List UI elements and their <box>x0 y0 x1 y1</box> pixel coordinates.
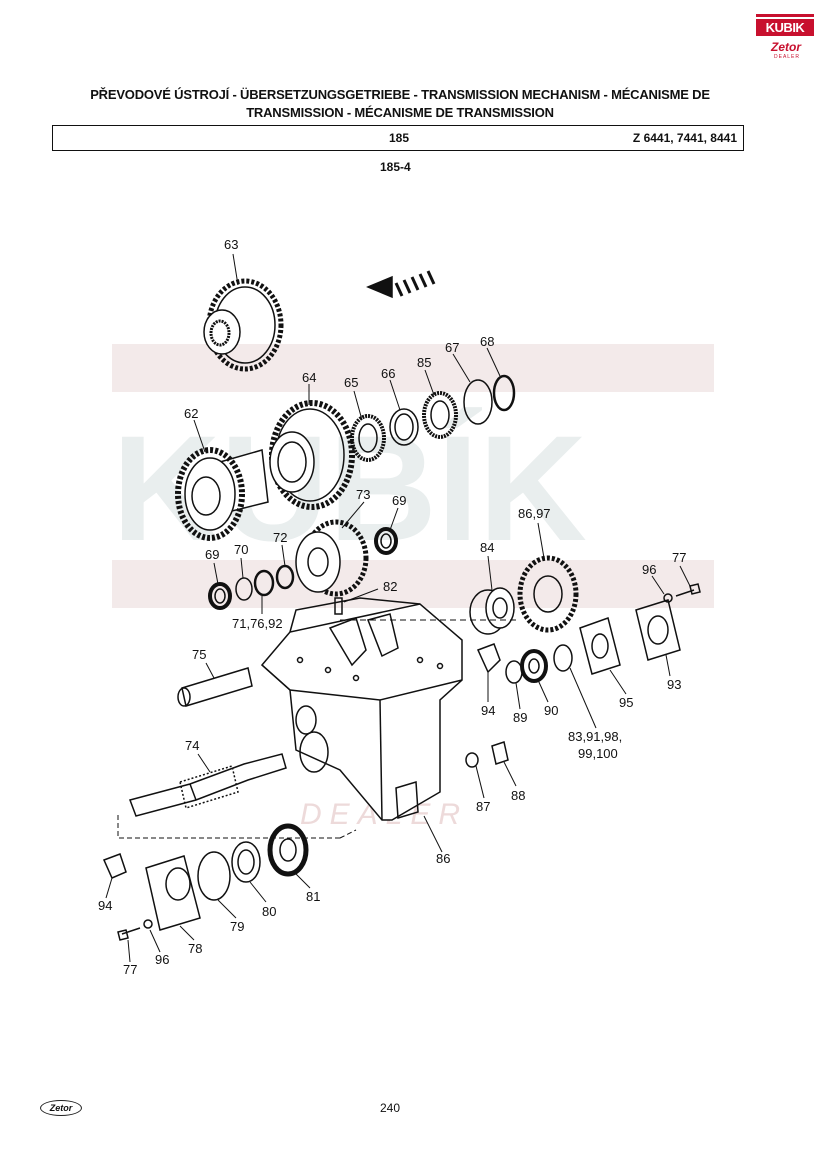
circlip-68 <box>492 374 516 412</box>
callout-94-right: 94 <box>481 703 495 718</box>
callout-88: 88 <box>511 788 525 803</box>
ring-72 <box>275 564 295 590</box>
needle-bearing-65 <box>350 414 386 462</box>
group-header-row: 185 Z 6441, 7441, 8441 <box>52 125 744 151</box>
footer-zetor-logo: Zetor <box>40 1100 82 1116</box>
leader-box <box>117 815 357 839</box>
callout-67: 67 <box>445 340 459 355</box>
gasket-95 <box>579 617 621 675</box>
plug-94-left <box>102 853 127 879</box>
callout-80: 80 <box>262 904 276 919</box>
page-title: PŘEVODOVÉ ÚSTROJÍ - ÜBERSETZUNGSGETRIEBE… <box>60 86 740 122</box>
leader-lines <box>105 253 691 963</box>
gear-63 <box>203 278 284 372</box>
gear-73 <box>295 519 369 597</box>
gear-64 <box>269 400 355 510</box>
callout-99-100: 99,100 <box>578 746 618 761</box>
bolt-77-left <box>117 927 141 941</box>
gasket-79 <box>197 851 231 901</box>
callout-93: 93 <box>667 677 681 692</box>
washer-70 <box>235 577 253 601</box>
flange-78 <box>145 855 201 931</box>
callout-96-right: 96 <box>642 562 656 577</box>
callout-63: 63 <box>224 237 238 252</box>
kubik-zetor-logo: KUBIK Zetor DEALER <box>756 14 814 62</box>
callout-77-right: 77 <box>672 550 686 565</box>
callout-89: 89 <box>513 710 527 725</box>
logo-dealer: DEALER <box>774 54 801 60</box>
callout-83-91-98: 83,91,98, <box>568 729 622 744</box>
washer-87 <box>465 752 479 768</box>
callout-labels: 63 64 65 66 85 67 68 62 73 69 69 70 72 7… <box>98 237 686 977</box>
callout-70: 70 <box>234 542 248 557</box>
ring-80 <box>231 841 261 883</box>
plug-94-right <box>476 643 501 674</box>
model-list: Z 6441, 7441, 8441 <box>632 131 737 145</box>
logo-brand: KUBIK <box>765 20 805 35</box>
callout-73: 73 <box>356 487 370 502</box>
seal-89 <box>505 660 523 684</box>
callout-94-left: 94 <box>98 898 112 913</box>
callout-78: 78 <box>188 941 202 956</box>
callout-84: 84 <box>480 540 494 555</box>
bearing-69-right <box>374 527 398 555</box>
coupling-84 <box>469 587 515 635</box>
callout-74: 74 <box>185 738 199 753</box>
callout-75: 75 <box>192 647 206 662</box>
ring-71 <box>253 569 275 597</box>
bearing-81 <box>267 823 309 877</box>
callout-77-left: 77 <box>123 962 137 977</box>
bearing-90 <box>520 649 548 683</box>
callout-66: 66 <box>381 366 395 381</box>
pin-82 <box>334 597 343 615</box>
callout-81: 81 <box>306 889 320 904</box>
washer-67 <box>463 379 493 425</box>
callout-87: 87 <box>476 799 490 814</box>
group-number: 185 <box>389 131 410 145</box>
callout-64: 64 <box>302 370 316 385</box>
gear-86-97 <box>517 555 579 633</box>
washer-96-left <box>143 919 153 929</box>
callout-62: 62 <box>184 406 198 421</box>
callout-69-right: 69 <box>392 493 406 508</box>
subgroup-number: 185-4 <box>380 160 411 174</box>
callout-86: 86 <box>436 851 450 866</box>
logo-zetor: Zetor <box>771 40 801 54</box>
page-number: 240 <box>380 1101 401 1115</box>
callout-85: 85 <box>417 355 431 370</box>
shaft-75 <box>177 667 253 707</box>
callout-82: 82 <box>383 579 397 594</box>
shaft-74 <box>129 753 287 817</box>
direction-arrow <box>366 270 436 299</box>
bolt-77-right <box>675 583 701 597</box>
ring-66 <box>389 408 419 446</box>
callout-95: 95 <box>619 695 633 710</box>
callout-65: 65 <box>344 375 358 390</box>
title-line-2: TRANSMISSION - MÉCANISME DE TRANSMISSION <box>246 105 554 120</box>
callout-86-97: 86,97 <box>518 506 551 521</box>
callout-68: 68 <box>480 334 494 349</box>
callout-71-76-92: 71,76,92 <box>232 616 283 631</box>
title-line-1: PŘEVODOVÉ ÚSTROJÍ - ÜBERSETZUNGSGETRIEBE… <box>90 87 710 102</box>
callout-90: 90 <box>544 703 558 718</box>
cover-93 <box>635 599 681 661</box>
ring-83 <box>553 644 573 672</box>
needle-bearing-85 <box>422 391 458 439</box>
plug-88 <box>491 741 509 765</box>
callout-72: 72 <box>273 530 287 545</box>
housing-86 <box>260 597 520 821</box>
callout-96-left: 96 <box>155 952 169 967</box>
callout-79: 79 <box>230 919 244 934</box>
callout-69-left: 69 <box>205 547 219 562</box>
bearing-69-left <box>208 582 232 610</box>
gear-62 <box>175 447 269 541</box>
